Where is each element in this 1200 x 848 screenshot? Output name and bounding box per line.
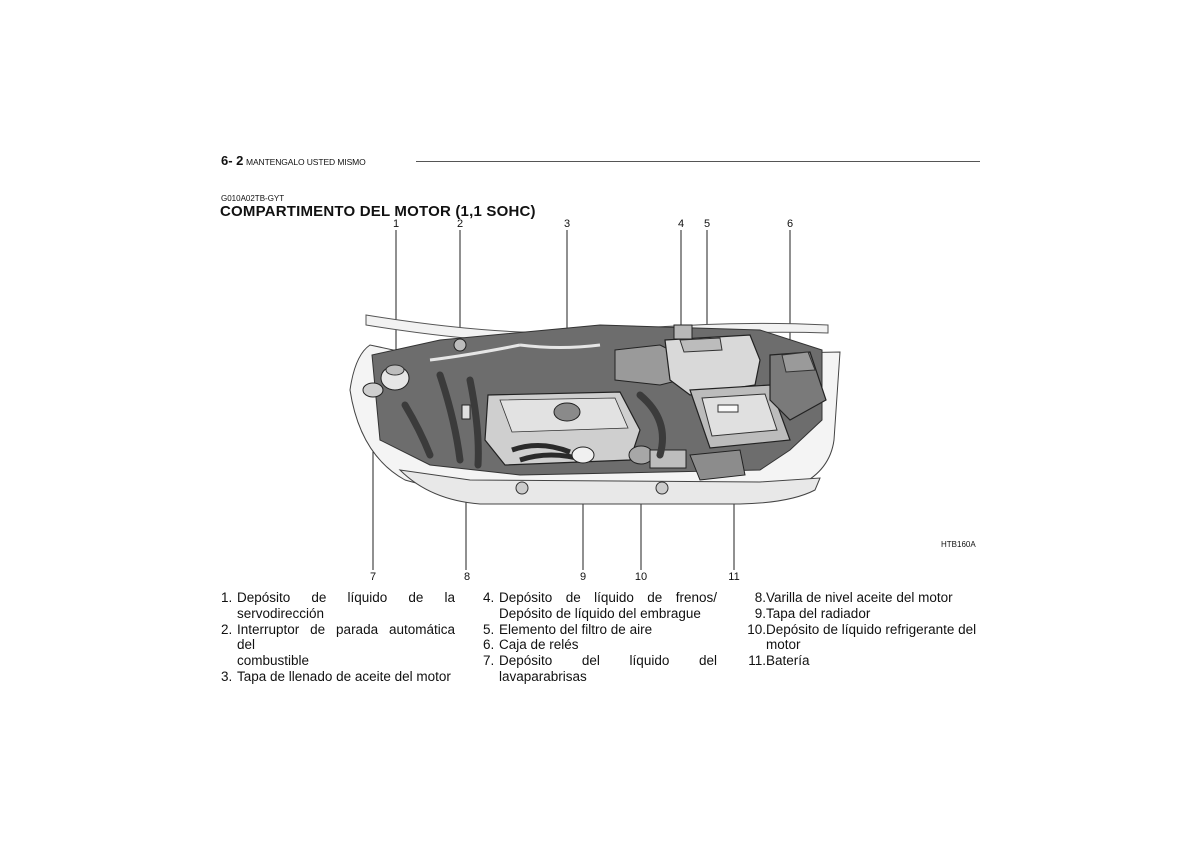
legend-item-10: 10. Depósito de líquido refrigerante del… bbox=[745, 622, 985, 654]
legend-column-2: 4. Depósito de líquido de frenos/ Depósi… bbox=[483, 590, 717, 685]
legend-item-6: 6. Caja de relés bbox=[483, 637, 717, 653]
legend-item-4: 4. Depósito de líquido de frenos/ Depósi… bbox=[483, 590, 717, 622]
legend-item-5: 5. Elemento del filtro de aire bbox=[483, 622, 717, 638]
callout-2: 2 bbox=[456, 218, 464, 230]
page-number: 6- 2 bbox=[221, 153, 244, 168]
legend-text: Caja de relés bbox=[499, 637, 579, 653]
legend-item-11: 11. Batería bbox=[745, 653, 985, 669]
legend-text: Interruptor de parada automática del bbox=[237, 621, 455, 653]
document-code: G010A02TB-GYT bbox=[221, 194, 285, 203]
header-divider bbox=[416, 161, 980, 162]
legend-text: Tapa de llenado de aceite del motor bbox=[237, 668, 451, 684]
legend-text: combustible bbox=[237, 653, 310, 669]
legend-item-3: 3. Tapa de llenado de aceite del motor bbox=[221, 669, 455, 685]
callout-6: 6 bbox=[786, 218, 794, 230]
page-title: COMPARTIMENTO DEL MOTOR (1,1 SOHC) bbox=[220, 203, 536, 220]
callout-1: 1 bbox=[392, 218, 400, 230]
legend-column-3: 8. Varilla de nivel aceite del motor 9. … bbox=[745, 590, 985, 669]
legend-text: Depósito del líquido del bbox=[499, 653, 717, 669]
legend-text: Tapa del radiador bbox=[766, 605, 871, 621]
legend-number: 8. bbox=[754, 590, 766, 605]
legend-number: 10. bbox=[747, 621, 766, 637]
legend-text: motor bbox=[766, 637, 801, 653]
legend-item-8: 8. Varilla de nivel aceite del motor bbox=[745, 590, 985, 606]
legend-number: 3. bbox=[221, 668, 233, 684]
legend-text: lavaparabrisas bbox=[499, 668, 587, 684]
callout-7: 7 bbox=[369, 571, 377, 583]
legend-number: 11. bbox=[748, 653, 766, 669]
legend-item-9: 9. Tapa del radiador bbox=[745, 606, 985, 622]
callout-10: 10 bbox=[634, 571, 648, 583]
callout-5: 5 bbox=[703, 218, 711, 230]
legend-item-1: 1. Depósito de líquido de la servodirecc… bbox=[221, 590, 455, 622]
legend-item-7: 7. Depósito del líquido del lavaparabris… bbox=[483, 653, 717, 685]
legend-column-1: 1. Depósito de líquido de la servodirecc… bbox=[221, 590, 455, 685]
legend-number: 2. bbox=[221, 621, 233, 637]
legend-number: 5. bbox=[483, 621, 495, 637]
legend-text: Batería bbox=[766, 653, 810, 669]
legend-text: Depósito de líquido de la bbox=[237, 590, 455, 605]
figure-code: HTB160A bbox=[941, 540, 976, 549]
callout-4: 4 bbox=[677, 218, 685, 230]
callout-3: 3 bbox=[563, 218, 571, 230]
legend-number: 7. bbox=[483, 653, 495, 669]
legend-number: 6. bbox=[483, 637, 495, 653]
callout-8: 8 bbox=[463, 571, 471, 583]
legend-number: 4. bbox=[483, 590, 495, 605]
legend-text: Elemento del filtro de aire bbox=[499, 621, 653, 637]
callout-11: 11 bbox=[728, 571, 740, 583]
legend-item-2: 2. Interruptor de parada automática del … bbox=[221, 622, 455, 669]
legend-text: Depósito de líquido refrigerante del bbox=[766, 621, 977, 637]
legend-text: Depósito de líquido de frenos/ bbox=[499, 590, 717, 605]
legend-text: Depósito de líquido del embrague bbox=[499, 605, 701, 621]
legend-text: servodirección bbox=[237, 605, 325, 621]
legend-number: 9. bbox=[754, 605, 766, 621]
legend-text: Varilla de nivel aceite del motor bbox=[766, 590, 953, 605]
legend-number: 1. bbox=[221, 590, 233, 605]
callout-9: 9 bbox=[579, 571, 587, 583]
section-title: MANTENGALO USTED MISMO bbox=[246, 157, 366, 167]
